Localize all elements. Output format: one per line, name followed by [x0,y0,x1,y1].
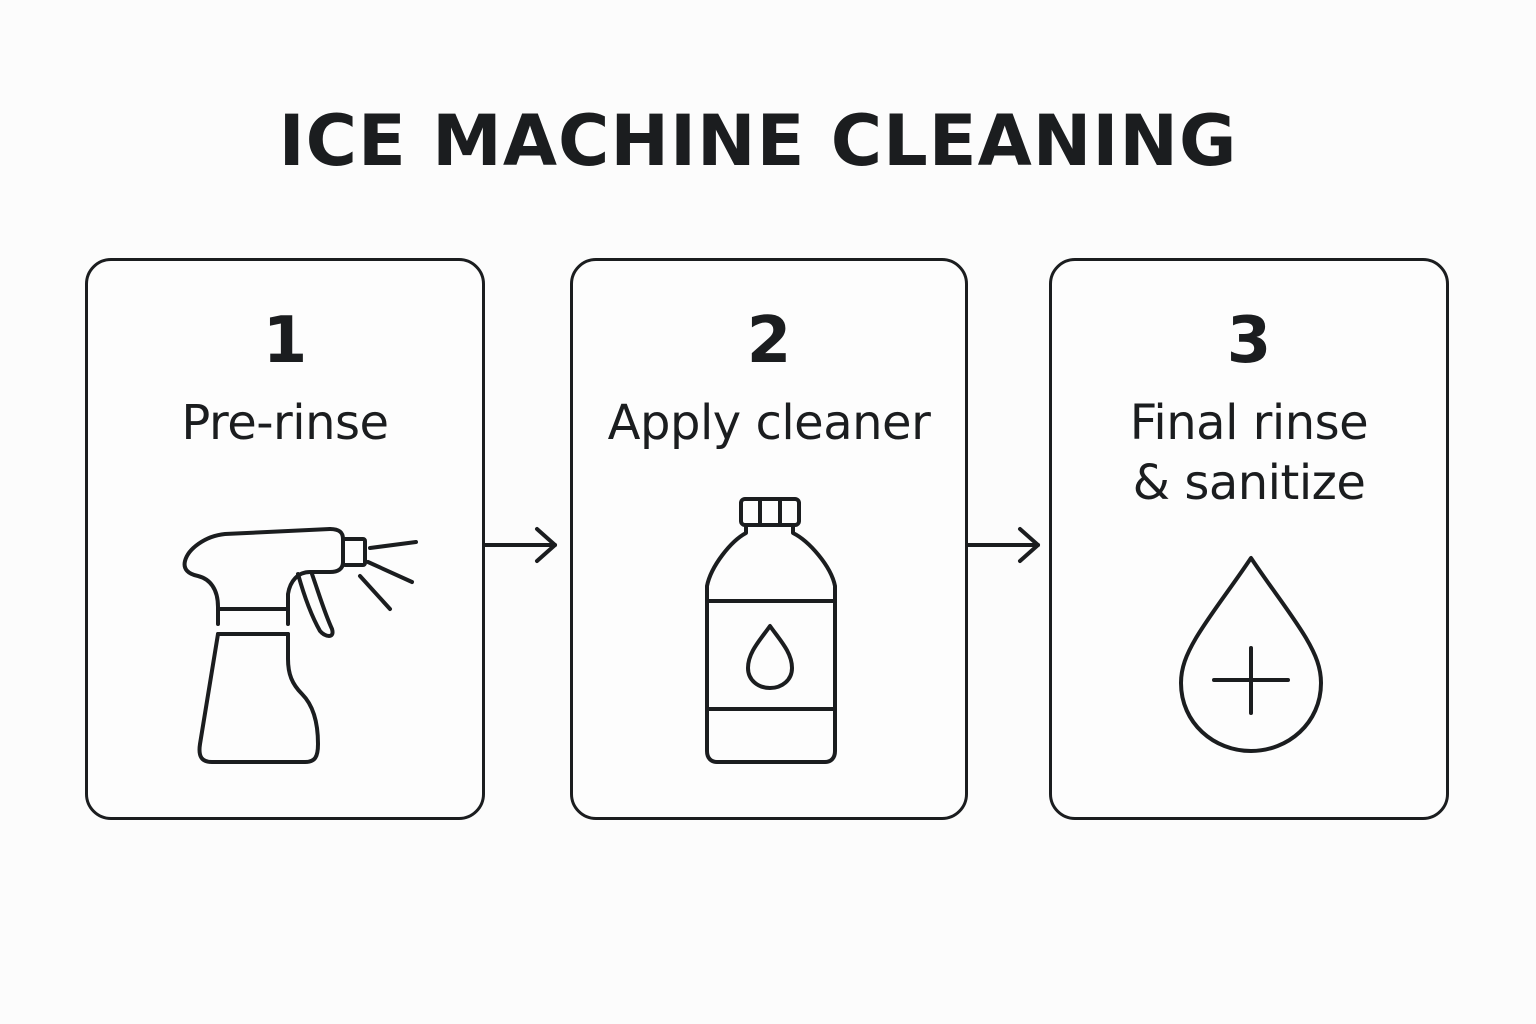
step-number: 3 [1226,304,1272,378]
arrow-right-icon [485,527,557,563]
step-card-apply-cleaner: 2 Apply cleaner [570,258,968,820]
sanitize-drop-icon [1179,556,1323,753]
step-label-line-2: & sanitize [1132,455,1366,511]
step-card-pre-rinse: 1 Pre-rinse [85,258,485,820]
spray-bottle-icon [182,527,418,764]
step-card-final-rinse-sanitize: 3 Final rinse & sanitize [1049,258,1449,820]
step-number: 1 [262,304,308,378]
arrow-right-icon [968,527,1040,563]
cleaner-bottle-icon [705,497,837,764]
page-title: ICE MACHINE CLEANING [278,100,1238,182]
step-label: Apply cleaner [607,395,931,451]
step-number: 2 [746,304,792,378]
step-label-line-1: Final rinse [1129,395,1369,451]
step-label: Pre-rinse [181,395,389,451]
step-label: Final rinse & sanitize [1052,393,1446,513]
